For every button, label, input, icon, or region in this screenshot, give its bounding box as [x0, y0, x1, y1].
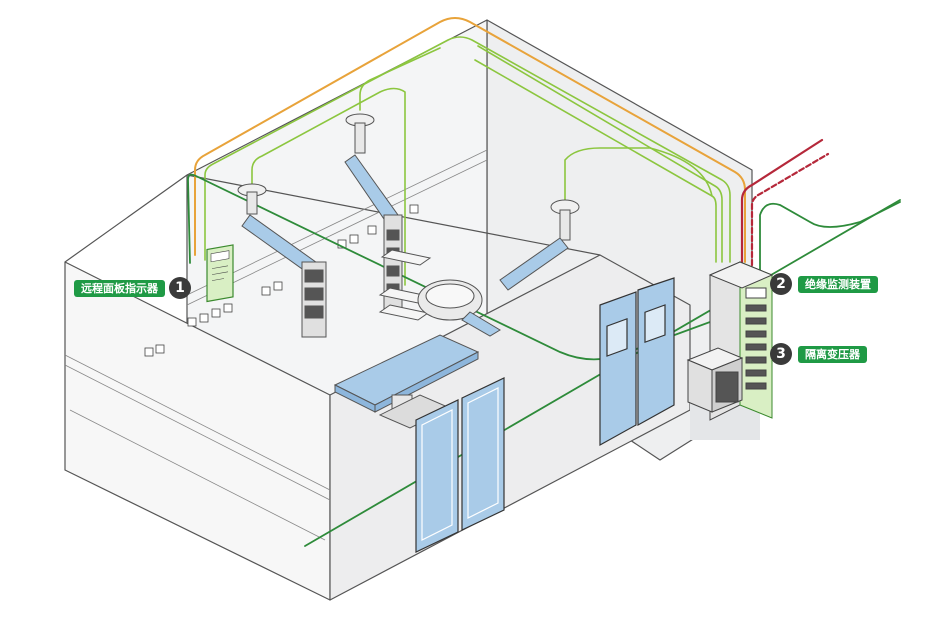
left-wall-detail	[64, 149, 488, 541]
wires	[187, 17, 901, 547]
callout-number: 1	[169, 277, 191, 299]
callout-label: 远程面板指示器	[74, 279, 165, 297]
front-doors	[415, 377, 505, 553]
callout-isolation-transformer: 3 隔离变压器	[770, 343, 867, 365]
callout-number: 2	[770, 273, 792, 295]
side-doors	[599, 277, 675, 447]
ceiling-arms	[237, 113, 580, 338]
red-wire-dashed	[750, 152, 830, 267]
callout-insulation-monitor: 2 绝缘监测装置	[770, 273, 878, 295]
orange-wire	[194, 17, 746, 263]
light-green-wire-2	[477, 45, 723, 263]
light-green-wire-1	[204, 36, 731, 263]
green-wire-right	[759, 201, 901, 286]
light-green-wire-lamp2	[359, 47, 441, 111]
red-wire	[740, 138, 824, 267]
isolation-transformer-unit	[686, 347, 744, 413]
callout-label: 绝缘监测装置	[798, 275, 878, 293]
operating-table	[333, 334, 480, 429]
callout-number: 3	[770, 343, 792, 365]
callout-remote-panel: 远程面板指示器 1	[74, 277, 191, 299]
light-green-wire-lamp1	[251, 87, 406, 286]
remote-panel-indicator	[206, 244, 234, 303]
callout-label: 隔离变压器	[798, 345, 867, 363]
wall-outlets	[144, 204, 419, 357]
light-green-wire-lamp3	[564, 147, 713, 201]
